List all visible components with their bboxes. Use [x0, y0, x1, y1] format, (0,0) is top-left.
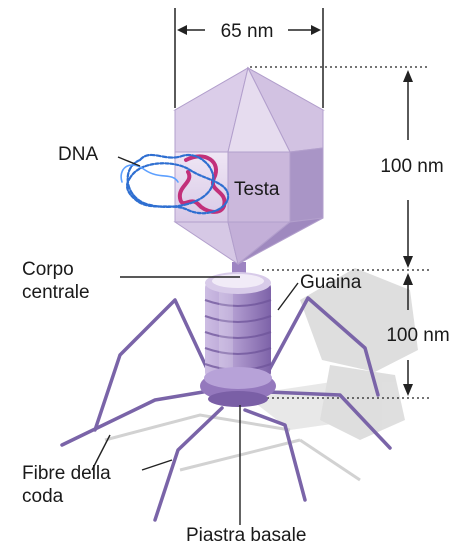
- head-capsid: [175, 68, 323, 264]
- tail-sheath: [205, 280, 271, 380]
- leader-sheath: [278, 283, 298, 310]
- width-label: 65 nm: [221, 21, 274, 42]
- base-plate-label: Piastra basale: [186, 525, 306, 546]
- tail-fibers-label-line1: Fibre della: [22, 463, 111, 484]
- head-height-label: 100 nm: [380, 156, 443, 177]
- base-plate: [200, 367, 276, 407]
- sheath-height-label: 100 nm: [386, 325, 449, 346]
- dna-label: DNA: [58, 144, 98, 165]
- collar: [205, 262, 271, 294]
- sheath-label: Guaina: [300, 272, 362, 293]
- collar-label-line2: centrale: [22, 282, 90, 303]
- head-label: Testa: [234, 179, 280, 200]
- leader-fibers: [142, 460, 172, 470]
- tail-fiber: [95, 300, 210, 430]
- tail-fibers-label-line2: coda: [22, 486, 64, 507]
- collar-label-line1: Corpo: [22, 259, 74, 280]
